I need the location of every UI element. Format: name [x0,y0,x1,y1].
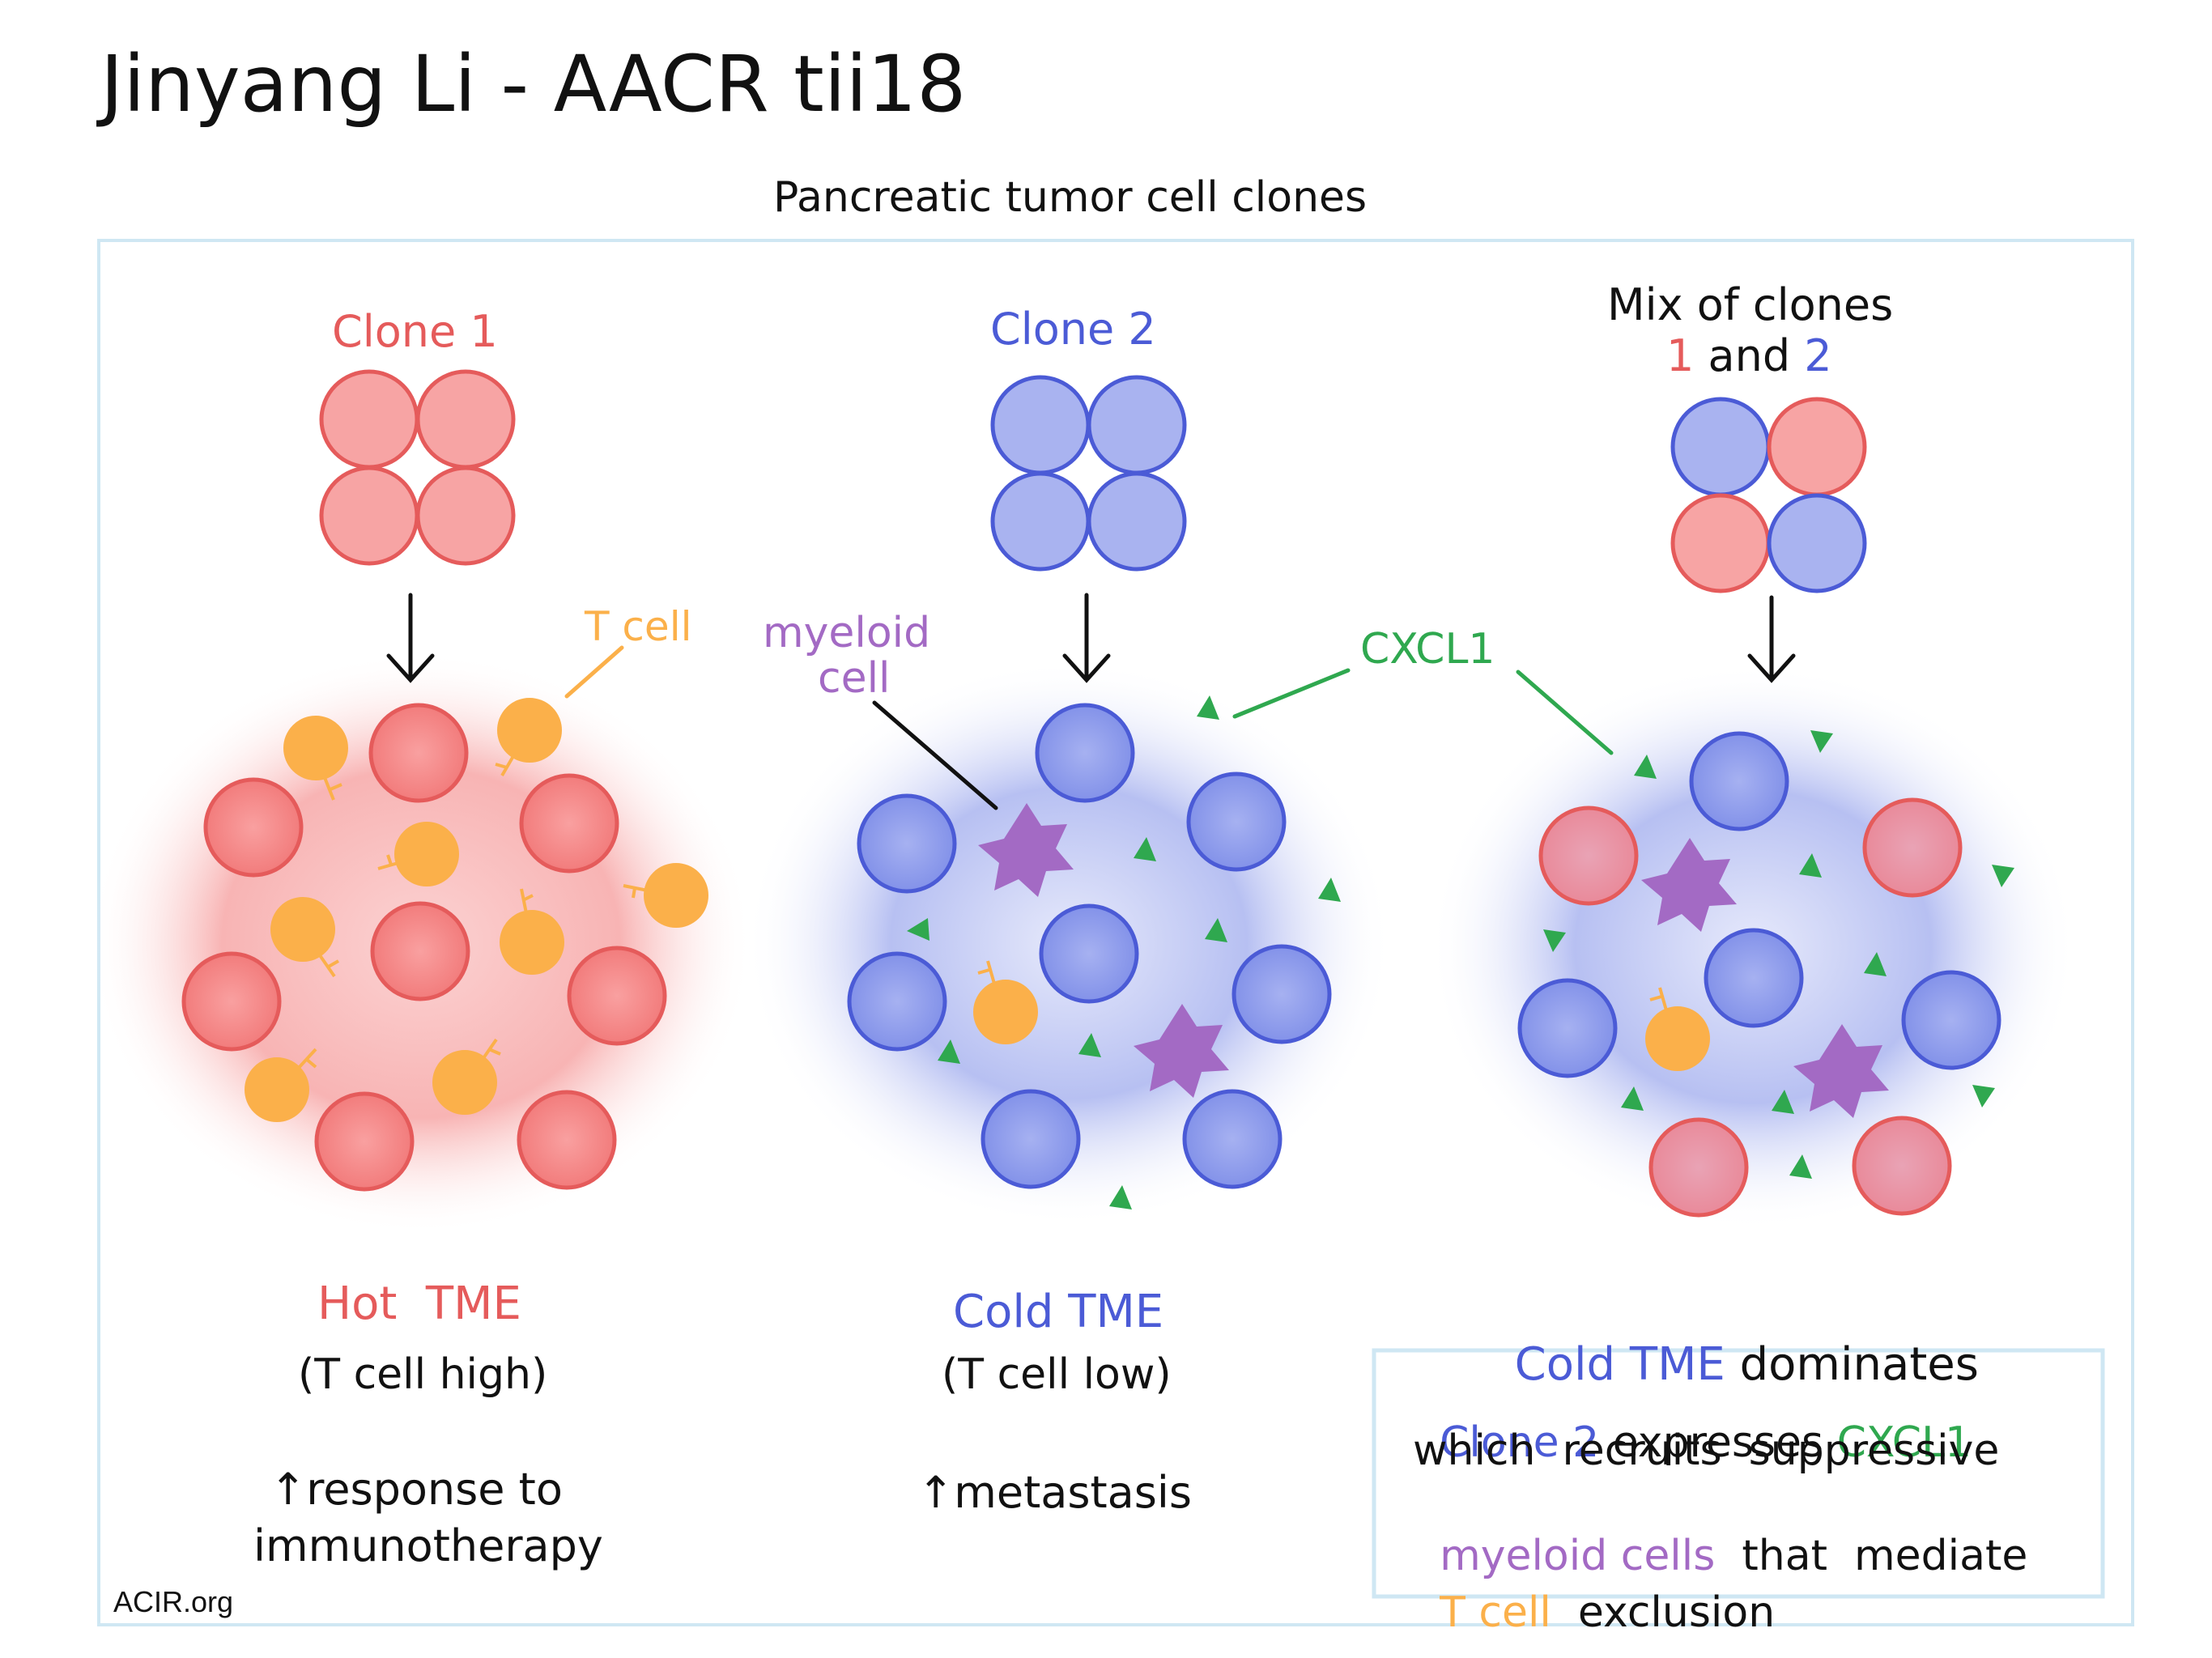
hot-tme-outcome-line2: immunotherapy [253,1520,603,1571]
mix-tme-t-cell [1645,987,1710,1071]
cold-tme-outcome-text: metastasis [954,1467,1193,1518]
hot-tme-outcome-line1: ↑response to [270,1464,563,1515]
down-arrow-icon [386,593,1796,683]
explanation-myeloid: myeloid cells [1440,1532,1716,1580]
clone2-cluster [990,375,1187,572]
explanation-clone2: Clone 2 [1440,1418,1600,1467]
up-arrow-icon: ↑ [917,1467,955,1518]
mix-label-line1: Mix of clones [1607,279,1894,330]
clone1-label: Clone 1 [332,306,498,357]
mix-label-two: 2 [1804,330,1832,381]
mix-label-one: 1 [1666,330,1695,381]
explanation-line3: myeloid cells that mediate [1413,1483,2027,1580]
mix-tme-tumor-cells [1517,731,2001,1218]
hot-tme-tumor-cells [181,703,667,1192]
panel-title: Pancreatic tumor cell clones [773,173,1368,222]
clone2-label: Clone 2 [990,304,1156,355]
explanation-expresses: expresses [1599,1418,1837,1467]
t-cell-label: T cell [585,603,692,650]
mix-tme-title-rest: dominates [1725,1338,1979,1391]
explanation-line1: Clone 2 expresses CXCL1 [1413,1370,1972,1467]
myeloid-leader-line [872,700,998,810]
explanation-tcell: T cell [1440,1588,1551,1637]
clone1-cluster [319,369,516,566]
cxcl1-label: CXCL1 [1360,625,1495,674]
author-title: Jinyang Li - AACR tii18 [100,39,967,130]
explanation-line2: which recruits suppressive [1413,1426,2000,1475]
cold-tme-myeloid-cells [978,803,1229,1098]
mix-cluster [1670,397,1867,593]
explanation-line4: T cell exclusion [1413,1540,1775,1637]
t-cell-leader-line [564,645,624,699]
mix-tme-title: Cold TME dominates [1486,1286,1979,1391]
explanation-cxcl1: CXCL1 [1836,1418,1972,1467]
myeloid-label-line2: cell [818,654,891,703]
hot-tme-subtitle: (T cell high) [298,1350,548,1399]
hot-tme-t-cells [245,698,708,1122]
explanation-mediate: that mediate [1715,1532,2028,1580]
myeloid-label-line1: myeloid [763,609,931,657]
hot-tme-outcome-text: response to [306,1464,563,1515]
cold-tme-cxcl1-marks [907,695,1341,1209]
cold-tme-tumor-cells [847,703,1332,1189]
mix-tme-cxcl1-marks [1543,730,2014,1179]
hot-tme-title: Hot TME [317,1278,521,1330]
footer-credit: ACIR.org [113,1585,234,1618]
mix-tme-myeloid-cells [1641,838,1889,1118]
up-arrow-icon: ↑ [270,1464,307,1515]
cold-tme-title: Cold TME [953,1286,1164,1338]
explanation-exclusion: exclusion [1551,1588,1776,1637]
explanation-box [1372,1348,2105,1599]
mix-label-line2: 1 and 2 [1666,330,1832,381]
cxcl1-leader-left [1232,668,1351,719]
cxcl1-leader-right [1516,670,1614,755]
mix-tme-title-colored: Cold TME [1514,1338,1725,1391]
cold-tme-subtitle: (T cell low) [942,1350,1172,1399]
cold-tme-t-cell [973,960,1038,1044]
mix-label-and: and [1708,330,1791,381]
cold-tme-outcome: ↑metastasis [917,1467,1192,1518]
